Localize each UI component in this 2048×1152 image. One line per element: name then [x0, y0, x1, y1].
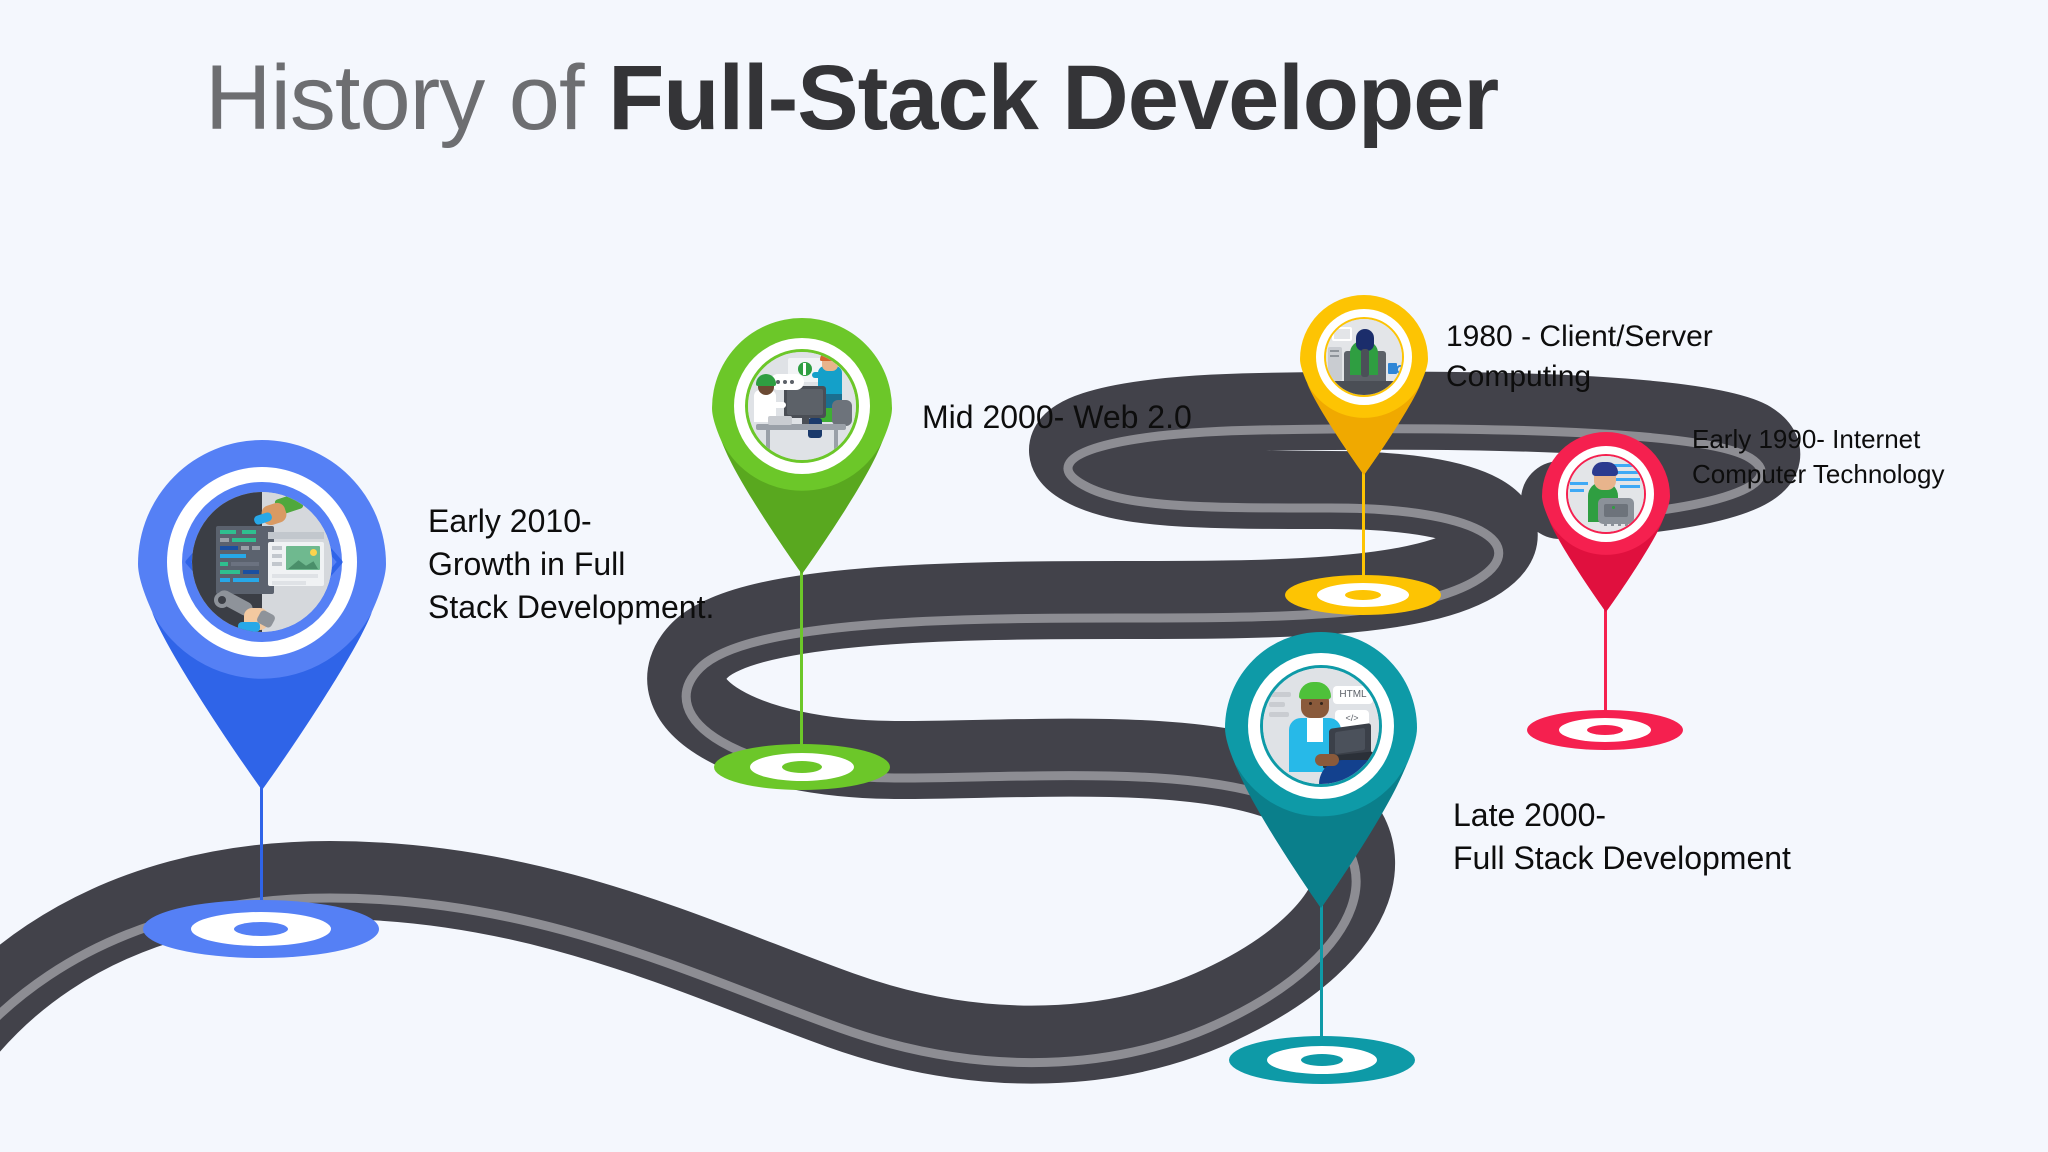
pin-stem-mid-2000	[800, 566, 803, 768]
pin-ground-marker-early-1990	[1527, 710, 1683, 750]
milestone-label-late-2000: Late 2000- Full Stack Development	[1453, 797, 1791, 876]
client-server-desk-icon	[1326, 319, 1402, 395]
pin-ground-marker-late-2000	[1229, 1036, 1415, 1084]
pin-ground-marker-early-2010	[143, 900, 379, 958]
pin-ground-marker-mid-2000	[714, 744, 890, 790]
milestone-label-early-2010: Early 2010- Growth in Full Stack Develop…	[428, 503, 715, 625]
title-bold-part: Full-Stack Developer	[608, 47, 1499, 149]
milestone-label-early-1990: Early 1990- Internet Computer Technology	[1692, 424, 1945, 489]
internet-computer-icon	[1568, 456, 1644, 532]
team-workstation-icon	[748, 352, 856, 460]
title-light-part: History of	[205, 47, 609, 149]
road-centerline	[0, 424, 1766, 1068]
pin-stem-early-2010	[260, 770, 263, 922]
pin-stem-early-1990	[1604, 604, 1607, 732]
developer-laptop-icon: HTML </>	[1263, 668, 1379, 784]
pin-stem-1980	[1362, 467, 1365, 597]
milestone-label-mid-2000: Mid 2000- Web 2.0	[922, 399, 1192, 435]
pin-ground-marker-1980	[1285, 575, 1441, 615]
split-code-design-icon	[192, 492, 332, 632]
milestone-label-1980: 1980 - Client/Server Computing	[1446, 320, 1713, 394]
pin-stem-late-2000	[1320, 900, 1323, 1060]
page-title: History of Full-Stack Developer	[205, 47, 1499, 149]
road-surface	[0, 371, 1800, 1084]
